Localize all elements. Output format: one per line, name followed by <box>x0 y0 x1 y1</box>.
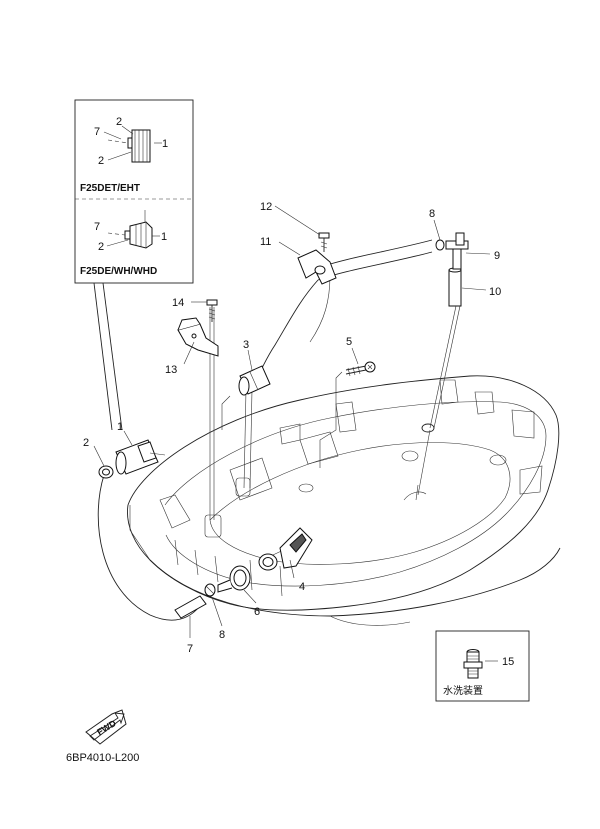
callout-10: 10 <box>489 286 501 298</box>
callout-5: 5 <box>346 336 352 348</box>
hose-7-end <box>174 595 207 619</box>
part-6-connector <box>217 565 251 593</box>
variant-bottom-model: F25DE/WH/WHD <box>80 266 157 277</box>
callout-12: 12 <box>260 201 272 213</box>
callout-14: 14 <box>172 297 184 309</box>
variant-top-label-1: 1 <box>162 138 168 150</box>
hose-long-a <box>317 239 433 269</box>
bottom-cowling <box>127 375 561 626</box>
callout-4: 4 <box>299 581 305 593</box>
callout-8-upper: 8 <box>429 208 435 220</box>
part-5-screw <box>345 361 376 377</box>
variant-top-label-7: 7 <box>94 126 100 138</box>
diagram-code: 6BP4010-L200 <box>66 752 139 764</box>
part-8-clip-upper <box>435 239 445 251</box>
callout-6: 6 <box>254 606 260 618</box>
variant-top-sketch <box>103 125 162 163</box>
variant-top-label-2b: 2 <box>98 155 104 167</box>
part-13-bracket <box>177 317 219 357</box>
leader-lines <box>93 205 491 638</box>
hose-7 <box>97 474 201 621</box>
variant-bottom-label-1: 1 <box>161 231 167 243</box>
callouts: 1 2 3 4 5 6 7 8 8 9 10 11 12 13 14 <box>83 201 501 655</box>
callout-3: 3 <box>243 339 249 351</box>
callout-7: 7 <box>187 643 193 655</box>
wash-part-number: 15 <box>502 656 514 668</box>
part-8-clip-lower <box>204 583 216 597</box>
variant-bottom-label-2: 2 <box>98 241 104 253</box>
wash-caption: 水洗装置 <box>443 684 483 697</box>
part-4-grommet <box>258 527 313 571</box>
callout-13: 13 <box>165 364 177 376</box>
callout-11: 11 <box>260 236 271 248</box>
variant-top-label-2a: 2 <box>116 116 122 128</box>
inset-pointer-left <box>93 282 113 431</box>
part-14-bolt <box>206 299 218 322</box>
callout-2: 2 <box>83 437 89 449</box>
part-3-grommet <box>238 365 271 396</box>
part-9-t-joint <box>445 232 469 270</box>
fwd-arrow-icon: FWD <box>85 709 127 745</box>
variant-bottom-label-7: 7 <box>94 221 100 233</box>
variant-bottom-sketch <box>106 210 160 249</box>
hoses <box>97 239 462 621</box>
callout-9: 9 <box>494 250 500 262</box>
wash-inset-frame <box>435 630 530 702</box>
inset-pointer-right <box>102 282 123 431</box>
part-11-clamp <box>297 249 337 285</box>
variant-inset: 2 7 1 2 F25DET/EHT 7 1 2 F25DE/WH/WHD <box>74 99 194 431</box>
fwd-label: FWD <box>95 718 118 738</box>
hose-long-c <box>255 279 319 379</box>
wash-device-inset: 15 水洗装置 <box>435 630 530 702</box>
part-1-grommet <box>115 439 166 475</box>
hose-10 <box>448 269 462 307</box>
part-2-clip <box>98 465 114 479</box>
part-12-bolt <box>318 232 330 252</box>
variant-top-model: F25DET/EHT <box>80 183 140 194</box>
variant-inset-frame <box>74 99 194 284</box>
part-15-flush-fitting <box>463 649 483 679</box>
callout-8-lower: 8 <box>219 629 225 641</box>
callout-1: 1 <box>117 421 123 433</box>
